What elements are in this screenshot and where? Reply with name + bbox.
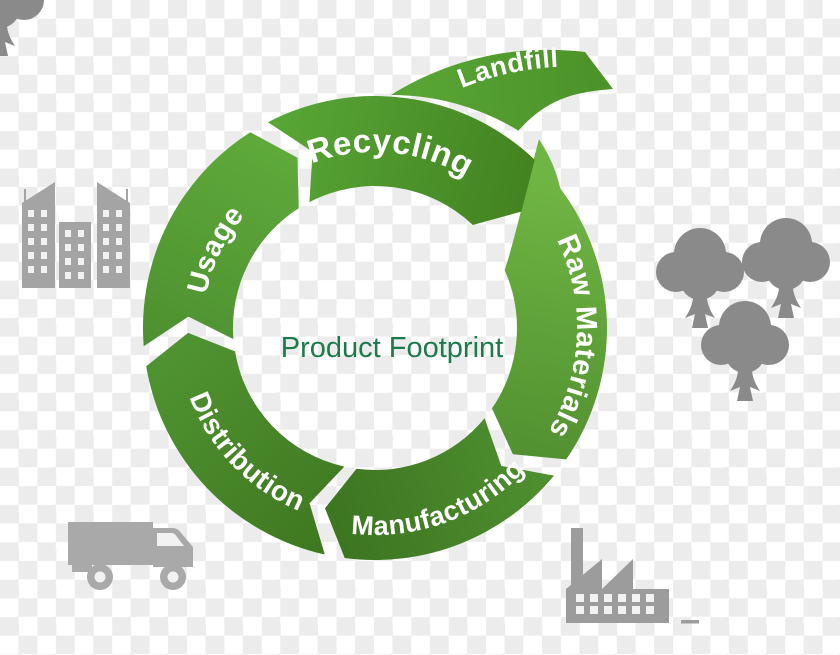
truck-icon [68, 522, 193, 590]
building-windows [28, 210, 122, 279]
segment-raw-materials [492, 139, 607, 460]
factory-windows [576, 594, 654, 614]
segment-distribution [146, 332, 345, 555]
buildings-icon [22, 182, 130, 288]
segment-recycling [267, 95, 535, 225]
segment-landfill [391, 49, 613, 131]
tree [0, 0, 44, 56]
lifecycle-ring [142, 49, 613, 560]
segment-manufacturing [325, 418, 554, 560]
segment-usage [142, 132, 299, 347]
center-label: Product Footprint [281, 332, 503, 364]
trees-icon [0, 0, 830, 401]
factory-icon [566, 528, 699, 624]
